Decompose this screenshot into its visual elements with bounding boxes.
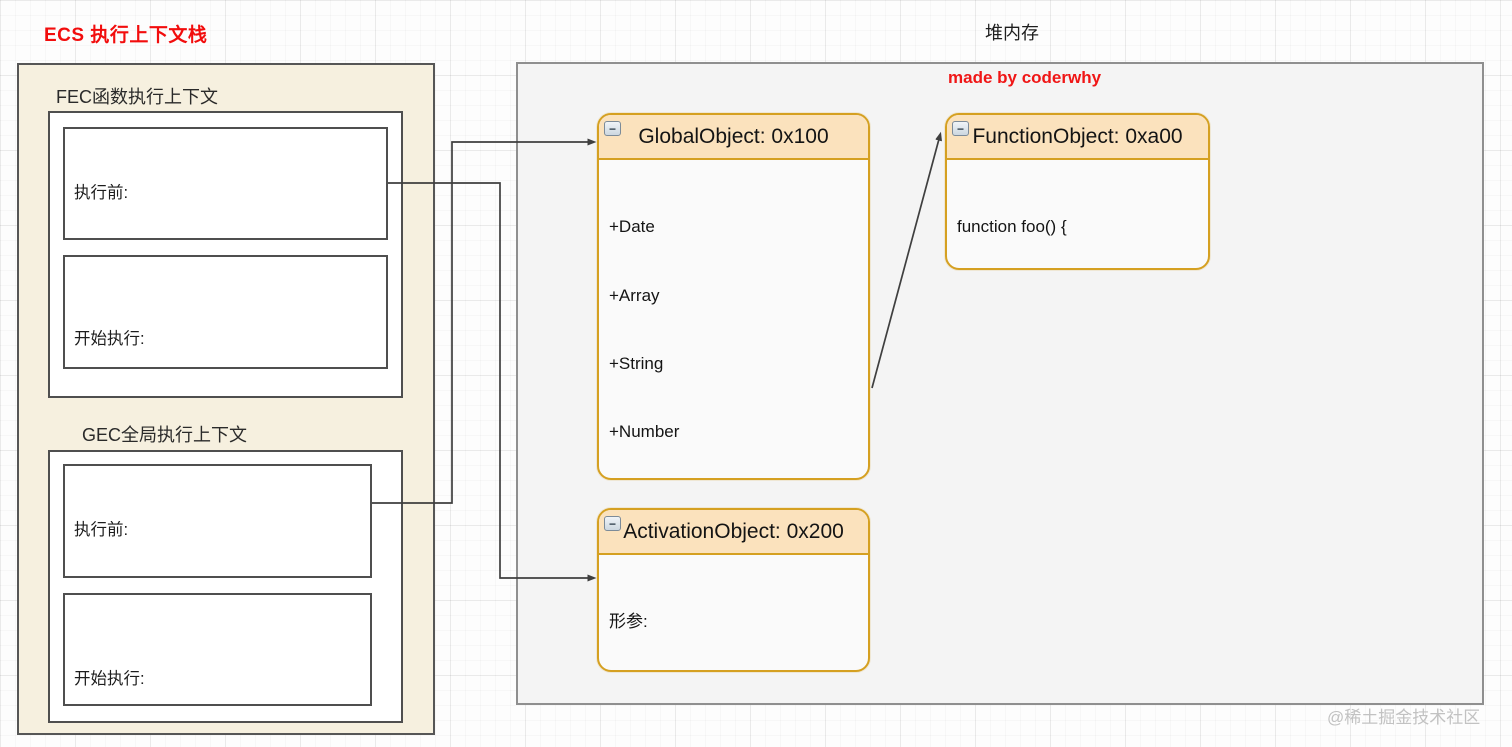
text-line: 形参: [609, 612, 648, 632]
ecs-stack-title: ECS 执行上下文栈 [44, 25, 208, 46]
collapse-icon[interactable]: − [604, 516, 621, 531]
credit-text: made by coderwhy [948, 68, 1102, 87]
activation-object-body: 形参: arguments: 定义的变量 name: undefined [599, 555, 868, 670]
function-object-header: FunctionObject: 0xa00 [947, 115, 1208, 160]
fec-before-exec-box: 执行前: VO(0x100): FEC中VO就是AO对象 scopechain:… [63, 127, 388, 240]
text-line: +Date [609, 217, 655, 237]
global-object-body: +Date +Array +String +Number +setTimeoun… [599, 160, 868, 478]
collapse-icon[interactable]: − [952, 121, 969, 136]
code-line: function foo() { [957, 217, 1067, 237]
text-line: +String [609, 353, 664, 373]
fec-context-label: FEC函数执行上下文 [56, 87, 218, 107]
function-object-node: FunctionObject: 0xa00 function foo() { v… [945, 113, 1210, 270]
heap-memory-title: 堆内存 [985, 23, 1039, 43]
text-line: +Number [609, 421, 680, 441]
activation-object-header: ActivationObject: 0x200 [599, 510, 868, 555]
text-line: 执行前: [74, 520, 129, 539]
text-line: +Array [609, 285, 660, 305]
global-object-header: GlobalObject: 0x100 [599, 115, 868, 160]
gec-before-exec-box: 执行前: VO(0x100): GEC中VO就是GO对象 scopechain:… [63, 464, 372, 578]
gec-context-label: GEC全局执行上下文 [82, 425, 248, 445]
text-line: 开始执行: [74, 329, 145, 348]
watermark-text: @稀土掘金技术社区 [1327, 708, 1481, 727]
gec-start-exec-box: 开始执行: 从上往下一次执行代码 [63, 593, 372, 706]
activation-object-node: ActivationObject: 0x200 形参: arguments: 定… [597, 508, 870, 672]
function-object-body: function foo() { var name = 'foo' consol… [947, 160, 1208, 268]
text-line: 执行前: [74, 183, 129, 202]
collapse-icon[interactable]: − [604, 121, 621, 136]
fec-start-exec-box: 开始执行: 从上往下一次执行代码 [63, 255, 388, 369]
text-line: 开始执行: [74, 669, 145, 688]
global-object-node: GlobalObject: 0x100 +Date +Array +String… [597, 113, 870, 480]
